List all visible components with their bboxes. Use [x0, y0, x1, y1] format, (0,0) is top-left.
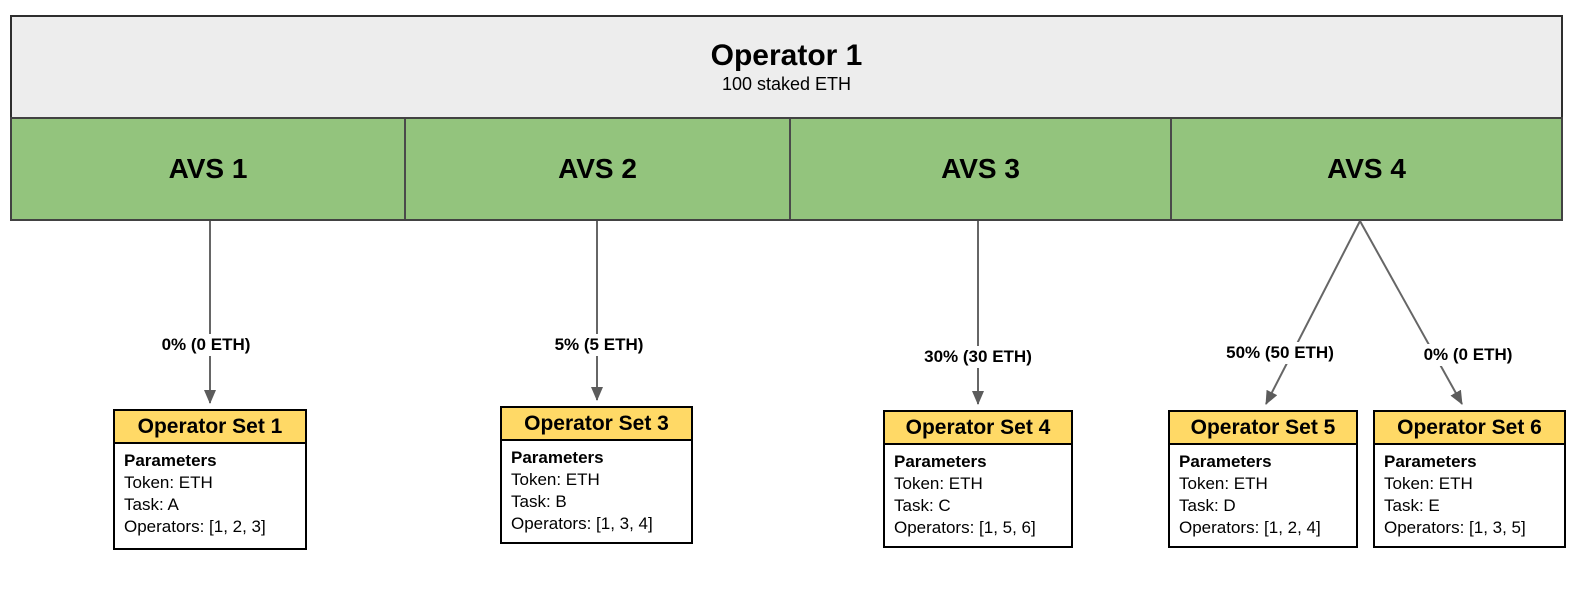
parameters-heading: Parameters: [894, 452, 987, 471]
arrow-avs4-to-set6: [1359, 220, 1463, 405]
param-task: Task: C: [894, 496, 951, 516]
avs-cell-2: AVS 2: [404, 119, 789, 219]
avs-cell-4: AVS 4: [1170, 119, 1561, 219]
avs-cell-3: AVS 3: [789, 119, 1170, 219]
avs-4-label: AVS 4: [1327, 153, 1406, 184]
param-operators: Operators: [1, 5, 6]: [894, 518, 1036, 538]
param-token: Token: ETH: [894, 474, 983, 494]
param-operators: Operators: [1, 3, 5]: [1384, 518, 1526, 538]
operator-title: Operator 1: [710, 38, 863, 72]
avs-cell-1: AVS 1: [12, 119, 404, 219]
param-token: Token: ETH: [1179, 474, 1268, 494]
avs-3-label: AVS 3: [941, 153, 1020, 184]
operator-set-card-4: Operator Set 4 Parameters Token: ETH Tas…: [883, 410, 1073, 548]
parameters-heading: Parameters: [511, 448, 604, 467]
operator-set-card-5: Operator Set 5 Parameters Token: ETH Tas…: [1168, 410, 1358, 548]
operator-box: Operator 1 100 staked ETH: [10, 15, 1563, 119]
allocation-label-avs4-set5: 50% (50 ETH): [1221, 342, 1339, 364]
parameters-heading: Parameters: [1179, 452, 1272, 471]
operator-set-5-body: Parameters Token: ETH Task: D Operators:…: [1170, 445, 1356, 539]
avs-1-label: AVS 1: [168, 153, 248, 184]
operator-set-4-body: Parameters Token: ETH Task: C Operators:…: [885, 445, 1071, 539]
operator-set-6-body: Parameters Token: ETH Task: E Operators:…: [1375, 445, 1564, 539]
avs-2-label: AVS 2: [558, 153, 637, 184]
param-task: Task: E: [1384, 496, 1440, 516]
allocation-label-avs4-set6: 0% (0 ETH): [1418, 344, 1518, 366]
operator-set-5-title: Operator Set 5: [1170, 412, 1356, 445]
operator-set-card-6: Operator Set 6 Parameters Token: ETH Tas…: [1373, 410, 1566, 548]
param-token: Token: ETH: [511, 470, 600, 490]
param-task: Task: A: [124, 495, 179, 515]
operator-set-card-1: Operator Set 1 Parameters Token: ETH Tas…: [113, 409, 307, 550]
param-token: Token: ETH: [124, 473, 213, 493]
operator-set-4-title: Operator Set 4: [885, 412, 1071, 445]
operator-set-3-title: Operator Set 3: [502, 408, 691, 441]
param-operators: Operators: [1, 2, 3]: [124, 517, 266, 537]
allocation-label-avs2: 5% (5 ETH): [549, 334, 649, 356]
parameters-heading: Parameters: [124, 451, 217, 470]
avs-row: AVS 1 AVS 2 AVS 3 AVS 4: [10, 117, 1563, 221]
operator-set-6-title: Operator Set 6: [1375, 412, 1564, 445]
param-operators: Operators: [1, 3, 4]: [511, 514, 653, 534]
param-operators: Operators: [1, 2, 4]: [1179, 518, 1321, 538]
operator-stake-subtitle: 100 staked ETH: [721, 73, 852, 94]
operator-set-1-body: Parameters Token: ETH Task: A Operators:…: [115, 444, 305, 538]
arrow-avs4-to-set5: [1265, 220, 1361, 405]
allocation-label-avs1: 0% (0 ETH): [156, 334, 256, 356]
param-task: Task: B: [511, 492, 567, 512]
param-task: Task: D: [1179, 496, 1236, 516]
operator-set-1-title: Operator Set 1: [115, 411, 305, 444]
allocation-label-avs3: 30% (30 ETH): [919, 346, 1037, 368]
operator-set-3-body: Parameters Token: ETH Task: B Operators:…: [502, 441, 691, 535]
operator-set-card-3: Operator Set 3 Parameters Token: ETH Tas…: [500, 406, 693, 544]
parameters-heading: Parameters: [1384, 452, 1477, 471]
param-token: Token: ETH: [1384, 474, 1473, 494]
